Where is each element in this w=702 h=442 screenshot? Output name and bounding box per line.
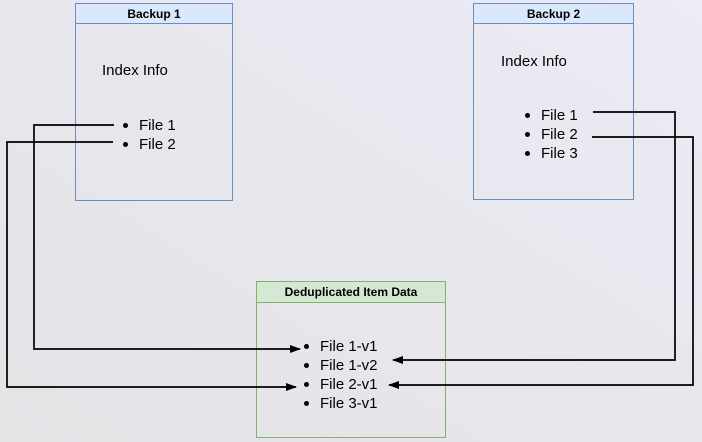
backup2-box: Backup 2 Index Info File 1 File 2 File 3: [473, 3, 634, 200]
dedup-item1-label: File 1-v1: [320, 338, 378, 355]
bullet-icon: [123, 123, 128, 128]
backup2-title: Backup 2: [474, 4, 633, 24]
backup1-file2-label: File 2: [139, 136, 176, 153]
bullet-icon: [304, 344, 309, 349]
dedup-item4-label: File 3-v1: [320, 395, 378, 412]
dedup-item: File 3-v1: [304, 394, 378, 413]
bullet-icon: [525, 113, 530, 118]
backup2-file2-label: File 2: [541, 126, 578, 143]
bullet-icon: [304, 363, 309, 368]
backup2-file-item: File 1: [525, 106, 578, 125]
backup1-index-label: Index Info: [102, 62, 168, 79]
backup1-file-item: File 1: [123, 116, 176, 135]
dedup-title: Deduplicated Item Data: [257, 282, 445, 303]
backup2-file-item: File 2: [525, 125, 578, 144]
dedup-item: File 2-v1: [304, 375, 378, 394]
dedup-item2-label: File 1-v2: [320, 357, 378, 374]
dedup-item: File 1-v2: [304, 356, 378, 375]
backup2-file3-label: File 3: [541, 145, 578, 162]
backup1-title: Backup 1: [76, 4, 232, 24]
bullet-icon: [123, 142, 128, 147]
backup1-box: Backup 1 Index Info File 1 File 2: [75, 3, 233, 201]
bullet-icon: [525, 132, 530, 137]
backup1-file1-label: File 1: [139, 117, 176, 134]
backup2-file1-label: File 1: [541, 107, 578, 124]
dedup-item: File 1-v1: [304, 337, 378, 356]
bullet-icon: [304, 382, 309, 387]
backup1-file-item: File 2: [123, 135, 176, 154]
backup2-file-item: File 3: [525, 144, 578, 163]
dedup-item3-label: File 2-v1: [320, 376, 378, 393]
backup2-index-label: Index Info: [501, 53, 567, 70]
dedup-box: Deduplicated Item Data File 1-v1 File 1-…: [256, 281, 446, 438]
bullet-icon: [525, 151, 530, 156]
bullet-icon: [304, 401, 309, 406]
